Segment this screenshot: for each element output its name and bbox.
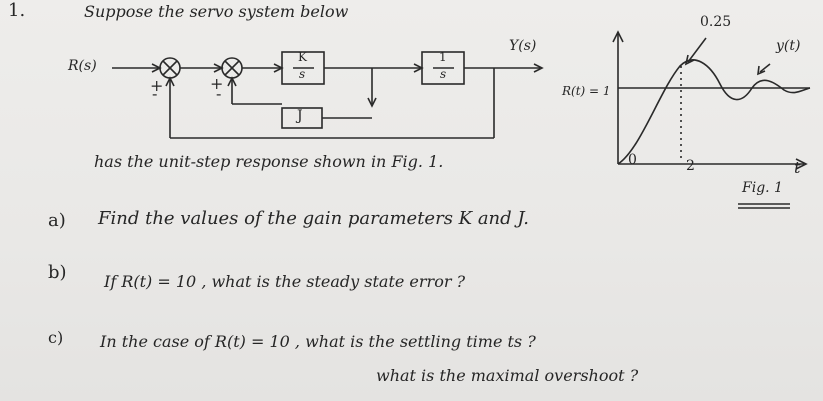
origin-label: 0 [628,152,637,168]
sign-plus-2: + [210,74,224,93]
sign-minus-1: - [152,84,158,103]
question-a-text: Find the values of the gain parameters K… [98,208,529,229]
block2-numerator: 1 [439,50,447,64]
question-a-label: a) [48,210,66,231]
peak-time-label: 2 [686,158,695,174]
output-label: Y(s) [509,38,537,54]
question-b-text: If R(t) = 10 , what is the steady state … [104,272,466,291]
block1-denominator: s [299,67,306,81]
block2-denominator: s [440,67,447,81]
feedback-gain-label: J [297,108,303,124]
question-c-text: In the case of R(t) = 10 , what is the s… [100,332,536,351]
time-axis-label: t [794,158,801,177]
block1-numerator: K [298,50,307,64]
problem-continuation: has the unit-step response shown in Fig.… [94,152,444,171]
peak-value-label: 0.25 [700,14,732,30]
response-curve [617,59,811,165]
problem-intro: Suppose the servo system below [84,2,349,21]
sign-minus-2: - [216,84,222,103]
figure-caption: Fig. 1 [742,180,783,196]
question-c-label: c) [48,328,64,347]
response-output-label: y(t) [776,38,801,54]
question-b-label: b) [48,262,67,283]
problem-number: 1. [8,0,26,21]
input-label: R(s) [68,58,97,74]
response-input-label: R(t) = 1 [562,84,611,98]
question-c-text-2: what is the maximal overshoot ? [376,366,639,385]
sign-plus-1: + [150,76,164,95]
